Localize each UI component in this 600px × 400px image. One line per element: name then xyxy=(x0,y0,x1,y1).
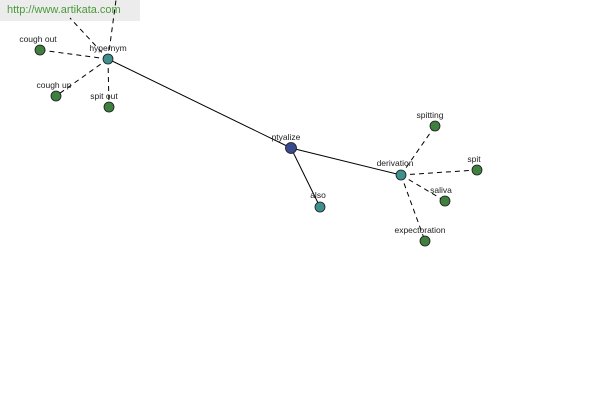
node-spit-out-dot[interactable] xyxy=(103,101,115,113)
node-expectoration-dot[interactable] xyxy=(419,235,431,247)
node-cough-up-label[interactable]: cough up xyxy=(37,80,72,90)
node-also-label[interactable]: also xyxy=(310,190,326,200)
node-spit-out-label[interactable]: spit out xyxy=(90,91,118,101)
node-spit[interactable]: spit xyxy=(467,154,483,176)
nodes-layer: ptyalize hypernym derivation also cough out c… xyxy=(19,34,483,247)
node-spit-dot[interactable] xyxy=(471,164,483,176)
node-ptyalize-dot[interactable] xyxy=(285,142,297,154)
edge-hypernym-spit_out xyxy=(107,58,110,108)
edge-derivation-spit xyxy=(400,169,478,176)
node-spitting[interactable]: spitting xyxy=(417,110,444,132)
node-cough-out-dot[interactable] xyxy=(34,44,46,56)
edge-hypernym-cough_out xyxy=(39,49,109,60)
node-expectoration[interactable]: expectoration xyxy=(394,225,446,247)
node-saliva-dot[interactable] xyxy=(439,195,451,207)
node-cough-out[interactable]: cough out xyxy=(19,34,57,56)
node-hypernym[interactable]: hypernym xyxy=(89,43,127,65)
node-cough-up[interactable]: cough up xyxy=(37,80,72,102)
node-derivation[interactable]: derivation xyxy=(377,158,414,181)
node-derivation-label[interactable]: derivation xyxy=(377,158,414,168)
node-spit-label[interactable]: spit xyxy=(467,154,481,164)
node-also-dot[interactable] xyxy=(314,201,326,213)
node-cough-up-dot[interactable] xyxy=(50,90,62,102)
edge-ptyalize-derivation xyxy=(290,147,402,176)
edge-derivation-expectoration xyxy=(400,174,426,242)
node-cough-out-label[interactable]: cough out xyxy=(19,34,57,44)
edge-ptyalize-hypernym xyxy=(107,58,292,149)
node-spitting-dot[interactable] xyxy=(429,120,441,132)
node-hypernym-label[interactable]: hypernym xyxy=(89,43,126,53)
edge-derivation-spitting xyxy=(400,125,436,176)
node-hypernym-dot[interactable] xyxy=(102,53,114,65)
node-spitting-label[interactable]: spitting xyxy=(417,110,444,120)
edge-hypernym-cough_up xyxy=(55,58,109,97)
url-banner[interactable]: http://www.artikata.com xyxy=(0,0,140,21)
node-also[interactable]: also xyxy=(310,190,326,213)
node-saliva-label[interactable]: saliva xyxy=(430,185,452,195)
edge-hypernym-offscreen_a xyxy=(69,17,109,60)
node-saliva[interactable]: saliva xyxy=(430,185,452,207)
node-expectoration-label[interactable]: expectoration xyxy=(394,225,445,235)
node-derivation-dot[interactable] xyxy=(395,169,407,181)
node-ptyalize-label[interactable]: ptyalize xyxy=(272,132,301,142)
edges-layer xyxy=(39,0,478,242)
node-spit-out[interactable]: spit out xyxy=(90,91,118,113)
edge-hypernym-offscreen_b xyxy=(107,0,117,60)
edge-ptyalize-also xyxy=(290,147,321,208)
node-ptyalize[interactable]: ptyalize xyxy=(272,132,301,154)
